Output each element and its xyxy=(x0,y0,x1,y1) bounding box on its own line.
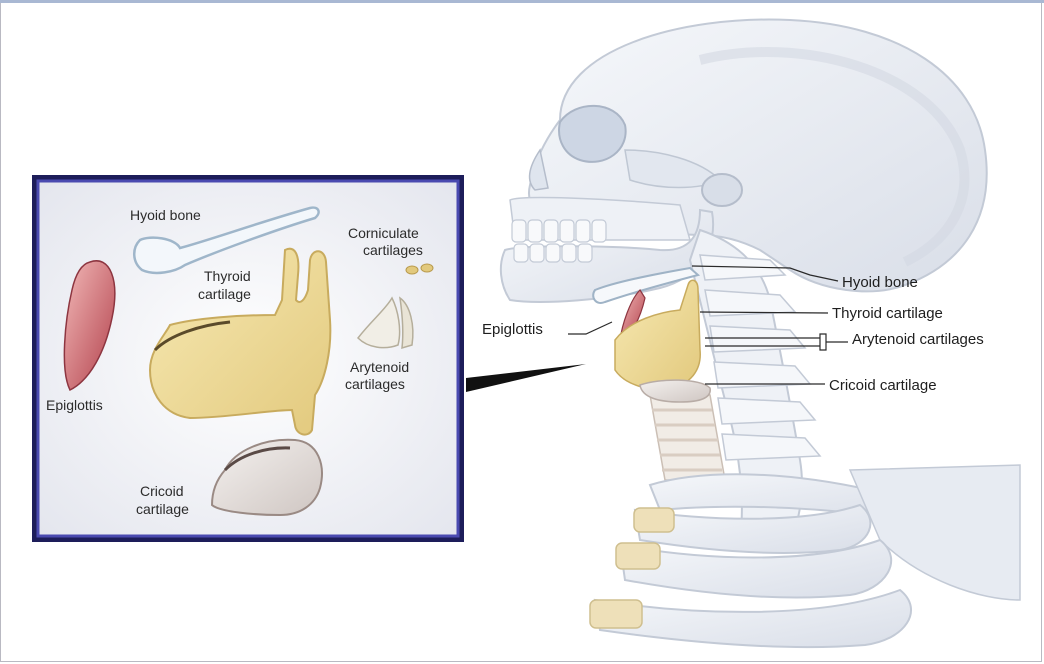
zoom-pointer xyxy=(466,364,586,392)
ribcage xyxy=(590,465,1020,647)
inset-label-corniculate-2: cartilages xyxy=(363,242,423,258)
larynx-main xyxy=(593,268,710,402)
label-cricoid-cartilage: Cricoid cartilage xyxy=(829,377,937,394)
inset-label-hyoid-bone: Hyoid bone xyxy=(130,207,201,223)
inset-label-epiglottis: Epiglottis xyxy=(46,397,103,413)
label-hyoid-bone: Hyoid bone xyxy=(842,274,918,291)
inset-label-cricoid-2: cartilage xyxy=(136,501,189,517)
label-arytenoid-cartilages: Arytenoid cartilages xyxy=(852,331,984,348)
inset-label-thyroid-1: Thyroid xyxy=(204,268,251,284)
label-thyroid-cartilage: Thyroid cartilage xyxy=(832,305,943,322)
inset-label-cricoid-1: Cricoid xyxy=(140,483,184,499)
label-epiglottis: Epiglottis xyxy=(482,321,543,338)
inset-label-arytenoid-1: Arytenoid xyxy=(350,359,409,375)
inset-label-thyroid-2: cartilage xyxy=(198,286,251,302)
trachea xyxy=(650,395,725,480)
inset-label-corniculate-1: Corniculate xyxy=(348,225,419,241)
inset-label-arytenoid-2: cartilages xyxy=(345,376,405,392)
